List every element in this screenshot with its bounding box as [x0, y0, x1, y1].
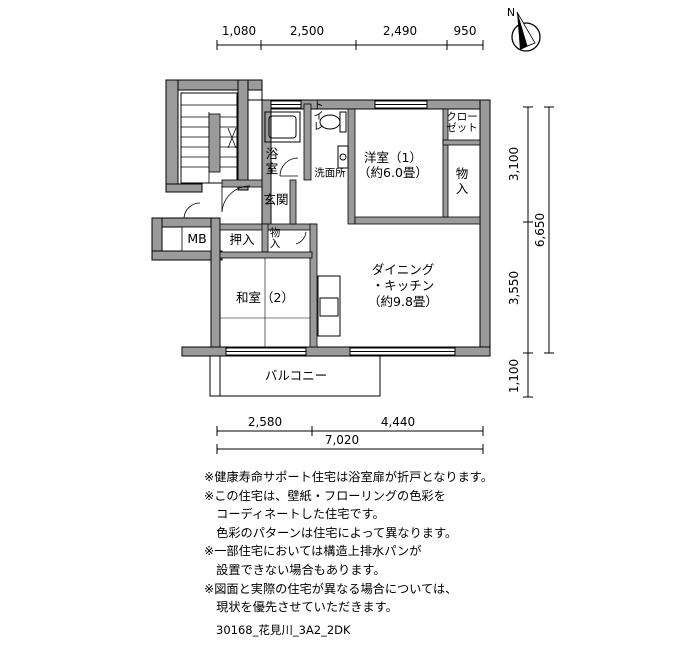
north-arrow-icon: [511, 11, 541, 52]
room-washroom: 洗面所: [314, 167, 346, 179]
room-oshiire: 押入: [229, 232, 255, 247]
room-bath: 浴室: [266, 146, 279, 176]
washbasin: [337, 145, 349, 169]
windows: [225, 100, 456, 356]
note-8: 現状を優先させていただきます。: [204, 600, 398, 615]
room-balcony: バルコニー: [265, 368, 327, 383]
dim-top-2: 2,500: [290, 24, 324, 38]
dim-right-3: 1,100: [507, 359, 521, 393]
bathtub: [264, 111, 301, 143]
room-japanese: 和室（2）: [236, 290, 294, 305]
dim-bottom-total: 7,020: [325, 433, 359, 447]
dim-bottom-1: 2,580: [248, 415, 282, 429]
top-dimension-line: [216, 40, 484, 50]
entrance-door: [221, 185, 251, 213]
balcony-outline: [209, 355, 381, 397]
dim-right-total: 6,650: [533, 213, 547, 247]
note-2: ※この住宅は、壁紙・フローリングの色彩を: [204, 488, 446, 503]
dim-top-4: 950: [454, 24, 477, 38]
note-3: コーディネートした住宅です。: [204, 507, 385, 522]
right-dimension-lines: [523, 106, 554, 398]
note-6: 設置できない場合もあります。: [204, 562, 386, 577]
mb-door: [183, 202, 201, 219]
dim-bottom-2: 4,440: [381, 415, 415, 429]
dim-top-3: 2,490: [383, 24, 417, 38]
bath-door: [279, 157, 299, 177]
kitchen-counter: [317, 275, 341, 337]
dim-right-2: 3,550: [507, 271, 521, 305]
stairwell: [165, 79, 263, 193]
bottom-dimension-lines: [216, 426, 484, 454]
room-dining-kitchen: ダイニング・キッチン（約9.8畳）: [368, 262, 438, 309]
room-entrance: 玄関: [263, 192, 288, 207]
meter-box: [181, 226, 212, 252]
storage-small-door: [295, 231, 307, 245]
tatami-lines: [220, 258, 310, 347]
room-western: 洋室（1）（約6.0畳）: [358, 150, 428, 180]
room-storage-small: 物入: [270, 226, 281, 250]
north-label: N: [507, 6, 515, 19]
room-closet: クローゼット: [446, 111, 478, 134]
dim-right-1: 3,100: [507, 147, 521, 181]
toilet-fixture: [319, 111, 347, 133]
notes-list: ※健康寿命サポート住宅は浴室扉が折戸となります。 ※この住宅は、壁紙・フローリン…: [204, 468, 694, 617]
room-mb: MB: [187, 231, 206, 246]
note-5: ※一部住宅においては構造上排水パンが: [204, 544, 422, 559]
room-storage-right: 物入: [456, 166, 469, 196]
note-7: ※図面と実際の住宅が異なる場合については、: [204, 581, 458, 596]
interior-walls: [219, 103, 481, 348]
plan-caption: 30168_花見川_3A2_2DK: [216, 623, 351, 637]
dim-top-1: 1,080: [222, 24, 256, 38]
note-4: 色彩のパターンは住宅によって異なります。: [204, 525, 458, 540]
note-1: ※健康寿命サポート住宅は浴室扉が折戸となります。: [204, 470, 493, 484]
room-toilet: トイレ: [312, 99, 324, 131]
